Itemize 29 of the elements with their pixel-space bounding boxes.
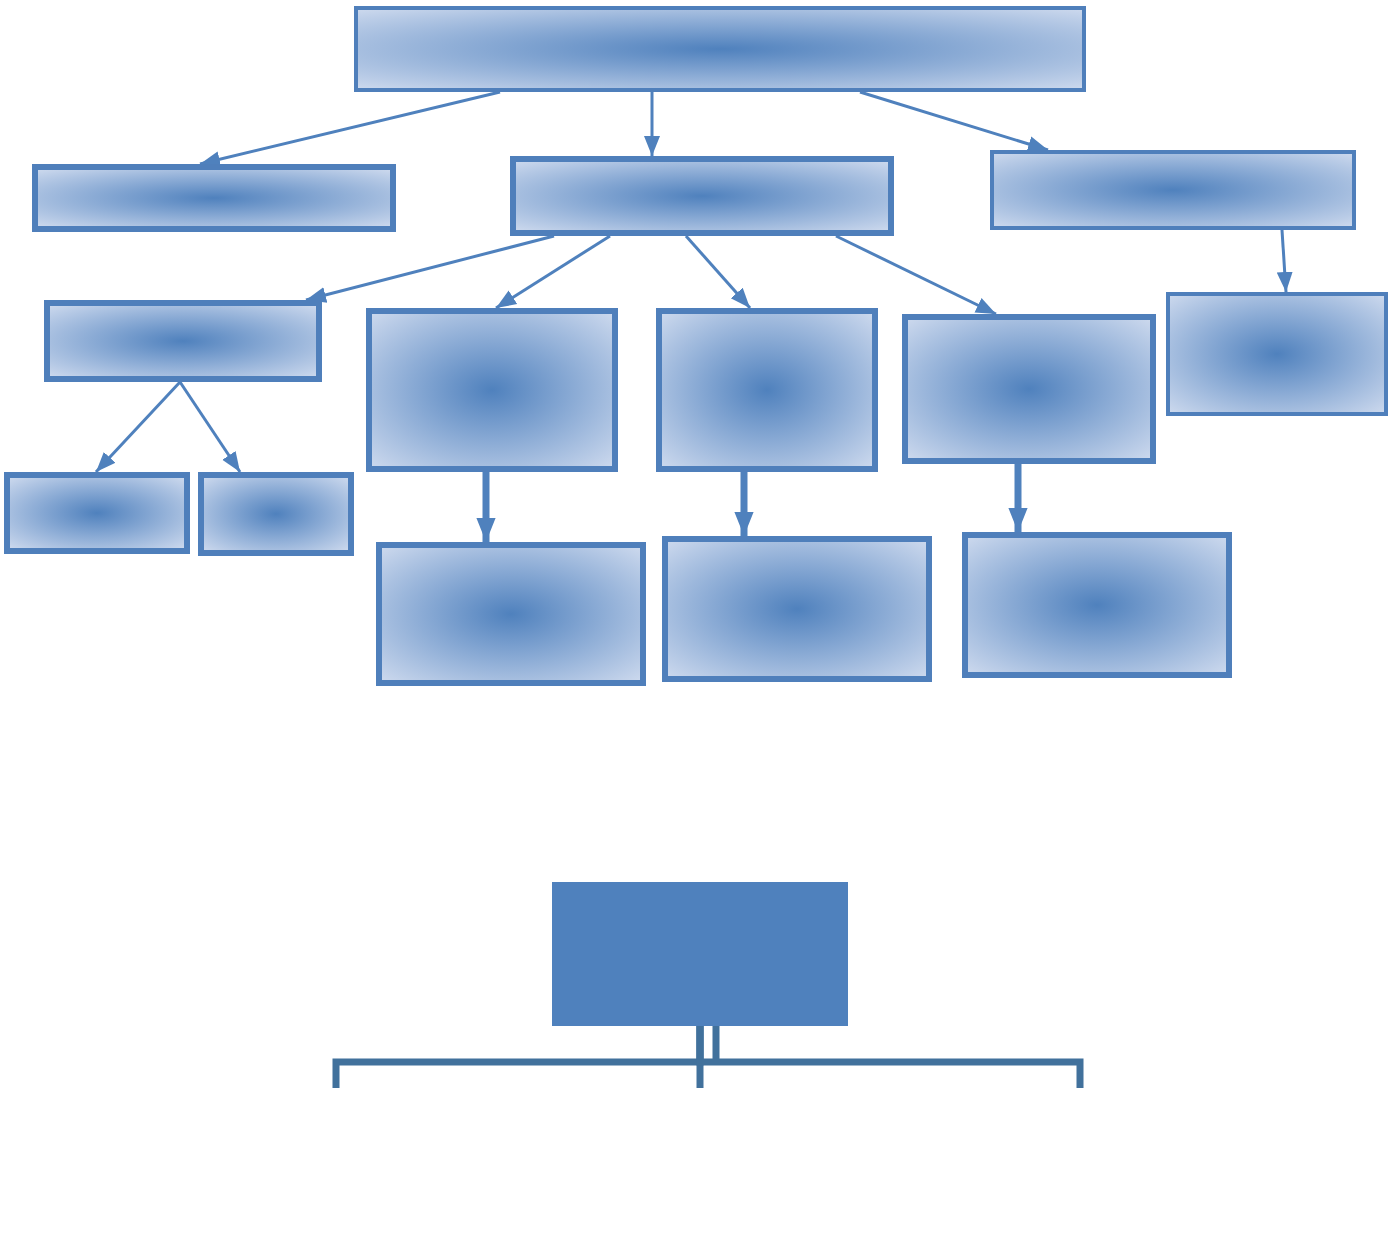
arrow (734, 472, 754, 536)
empty-box (1166, 292, 1388, 416)
empty-box (198, 472, 354, 556)
arrow (199, 90, 501, 168)
arrow (684, 235, 752, 309)
empty-box (376, 542, 646, 686)
empty-box (662, 536, 932, 682)
arrow (178, 381, 242, 473)
empty-box (354, 6, 1086, 92)
empty-box (44, 300, 322, 382)
arrow (859, 90, 1049, 152)
empty-box (510, 156, 894, 236)
arrow (305, 234, 555, 303)
arrow (644, 92, 660, 156)
arrow (94, 380, 182, 474)
empty-box (366, 308, 618, 472)
arrow (1276, 229, 1293, 293)
connector-line (696, 1022, 1084, 1092)
arrow (1008, 464, 1028, 532)
filled-box (552, 882, 848, 1026)
arrow (476, 472, 496, 542)
empty-box (4, 472, 190, 554)
empty-box (962, 532, 1232, 678)
empty-box (990, 150, 1356, 230)
arrow (835, 234, 997, 316)
empty-box (656, 308, 878, 472)
empty-box (32, 164, 396, 232)
empty-box (902, 314, 1156, 464)
arrow (495, 234, 611, 310)
